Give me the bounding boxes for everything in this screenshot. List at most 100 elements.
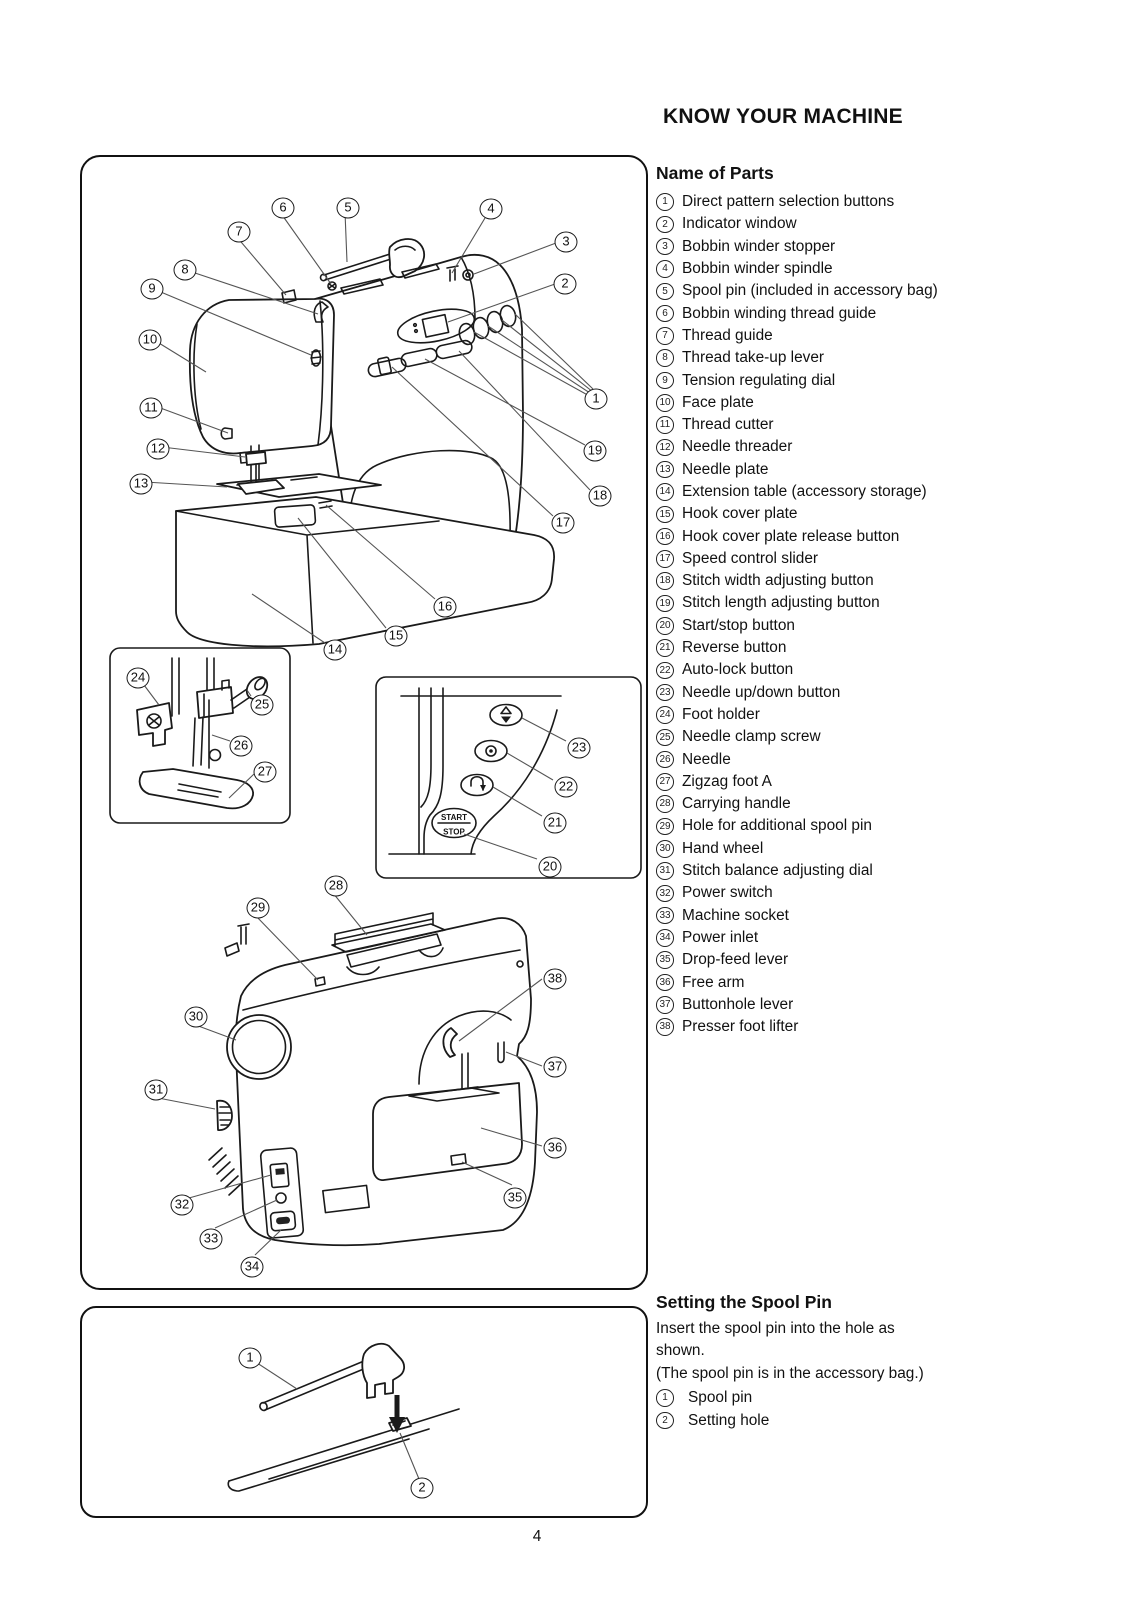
callout-11: 11 [139,397,163,419]
part-item-label: Bobbin winding thread guide [682,304,877,322]
part-item-label: Power inlet [682,928,759,946]
part-item-label: Thread guide [682,326,773,344]
spool-item: 1 Spool pin [656,1387,769,1409]
start-stop-button [431,808,478,839]
part-item-label: Machine socket [682,906,789,924]
callout-4: 4 [479,198,503,220]
spool-item-label: Spool pin [688,1389,753,1407]
callout-37: 37 [543,1056,567,1078]
part-item-label: Hook cover plate release button [682,527,900,545]
part-item-label: Stitch length adjusting button [682,594,880,612]
callout-10: 10 [138,329,162,351]
part-item: 27 Zigzag foot A [656,771,938,793]
callout-14: 14 [323,639,347,661]
machine-front-diagram [145,212,594,648]
part-item-number: 33 [656,906,674,925]
spool-item-number: 2 [656,1411,674,1430]
part-item: 33 Machine socket [656,905,938,927]
spool-body-line: shown. [656,1342,705,1360]
part-item-label: Tension regulating dial [682,371,836,389]
part-item-number: 24 [656,706,674,724]
spool-item: 2 Setting hole [656,1409,769,1431]
part-item-label: Stitch balance adjusting dial [682,862,873,880]
callout-12: 12 [146,438,170,460]
main-figure: START STOP [80,155,648,1290]
part-item: 3 Bobbin winder stopper [656,236,938,258]
spool-heading: Setting the Spool Pin [656,1292,832,1312]
callout-18: 18 [588,485,612,507]
spool-body-line: Insert the spool pin into the hole as [656,1320,895,1337]
reverse-icon [470,776,485,792]
callout-13: 13 [129,473,153,495]
spool-figure-art [227,1343,461,1493]
part-item-number: 25 [656,728,674,747]
part-item-label: Hole for additional spool pin [682,817,872,835]
part-item-label: Presser foot lifter [682,1018,799,1036]
part-item-number: 8 [656,349,674,367]
part-item-label: Power switch [682,884,773,902]
callout-6: 6 [271,197,295,219]
part-item-label: Zigzag foot A [682,772,772,790]
callout-7: 7 [227,221,251,243]
callout-16: 16 [433,596,457,618]
part-item-number: 5 [656,282,674,301]
spool-item-number: 1 [656,1389,674,1407]
callout-3: 3 [554,231,578,253]
callout-22: 22 [554,776,578,798]
part-item-label: Indicator window [682,215,797,233]
part-item-number: 38 [656,1018,674,1036]
part-item-label: Needle [682,750,731,768]
main-figure-art: START STOP [109,212,643,1256]
callout-1: 1 [238,1347,262,1369]
part-item-label: Bobbin winder stopper [682,237,836,255]
callout-9: 9 [140,278,164,300]
part-item-number: 35 [656,951,674,969]
part-item-number: 18 [656,572,674,590]
part-item-label: Drop-feed lever [682,951,789,969]
part-item-label: Hand wheel [682,839,764,857]
part-item-number: 9 [656,371,674,390]
spool-pin-diagram [227,1343,461,1493]
control-panel-detail-diagram: START STOP [375,676,643,880]
spool-item-label: Setting hole [688,1411,770,1429]
page-title: KNOW YOUR MACHINE [663,105,903,128]
part-item-number: 26 [656,750,674,769]
part-item-number: 37 [656,996,674,1014]
part-item-number: 28 [656,795,674,813]
part-item-label: Direct pattern selection buttons [682,193,895,211]
part-item-number: 32 [656,884,674,903]
callout-35: 35 [503,1187,527,1209]
part-item-number: 20 [656,617,674,635]
part-item-label: Reverse button [682,639,787,657]
callout-38: 38 [543,968,567,990]
part-item-number: 3 [656,237,674,256]
callout-25: 25 [250,694,274,716]
part-item-number: 6 [656,304,674,323]
part-item-number: 23 [656,683,674,702]
start-stop-label-stop: STOP [444,828,466,837]
part-item-number: 27 [656,773,674,791]
spool-list: 1 Spool pin 2 Setting hole [656,1387,769,1432]
callout-32: 32 [170,1194,194,1216]
callout-24: 24 [126,667,150,689]
presser-foot-detail-diagram [109,647,292,825]
callout-5: 5 [336,197,360,219]
part-item: 26 Needle [656,748,938,770]
part-item-number: 12 [656,438,674,457]
auto-lock-icon [485,745,498,758]
part-item-label: Face plate [682,393,754,411]
